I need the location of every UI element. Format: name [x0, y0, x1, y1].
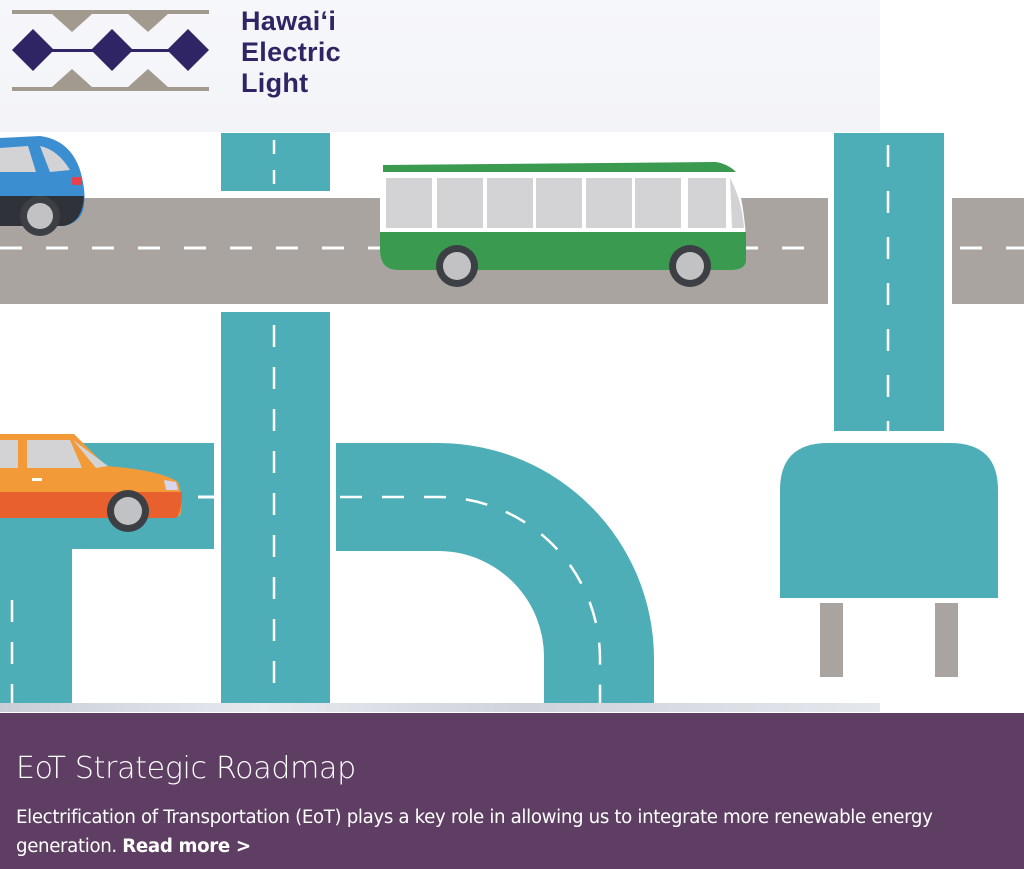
logo-line-1: Hawaiʻi	[241, 6, 337, 36]
teal-road-top-stub	[221, 133, 330, 191]
caption-title: EoT Strategic Roadmap	[16, 751, 356, 786]
gray-road-right	[952, 198, 1024, 304]
teal-road-b-bowl	[336, 443, 654, 712]
caption-panel: EoT Strategic Roadmap Electrification of…	[0, 713, 1024, 869]
plug-prong-left	[820, 603, 843, 677]
blue-car-icon	[0, 136, 85, 236]
plug-prong-right	[935, 603, 958, 677]
orange-car-icon	[0, 434, 182, 532]
roadmap-illustration	[0, 133, 1024, 712]
green-bus-icon	[380, 162, 746, 287]
logo-mark-icon	[12, 10, 209, 91]
hawaii-electric-light-logo[interactable]: Hawaiʻi Electric Light	[0, 0, 400, 130]
hero-image: Hawaiʻi Electric Light	[0, 0, 1024, 712]
logo-line-2: Electric	[241, 37, 341, 67]
teal-road-stem	[221, 312, 330, 712]
read-more-link[interactable]: Read more >	[122, 836, 251, 857]
logo-wordmark: Hawaiʻi Electric Light	[241, 6, 341, 99]
image-bottom-edge	[0, 703, 880, 712]
caption-text: Electrification of Transportation (EoT) …	[16, 807, 933, 857]
logo-line-3: Light	[241, 68, 309, 98]
caption-body: Electrification of Transportation (EoT) …	[16, 803, 1021, 861]
plug-icon	[780, 443, 998, 598]
